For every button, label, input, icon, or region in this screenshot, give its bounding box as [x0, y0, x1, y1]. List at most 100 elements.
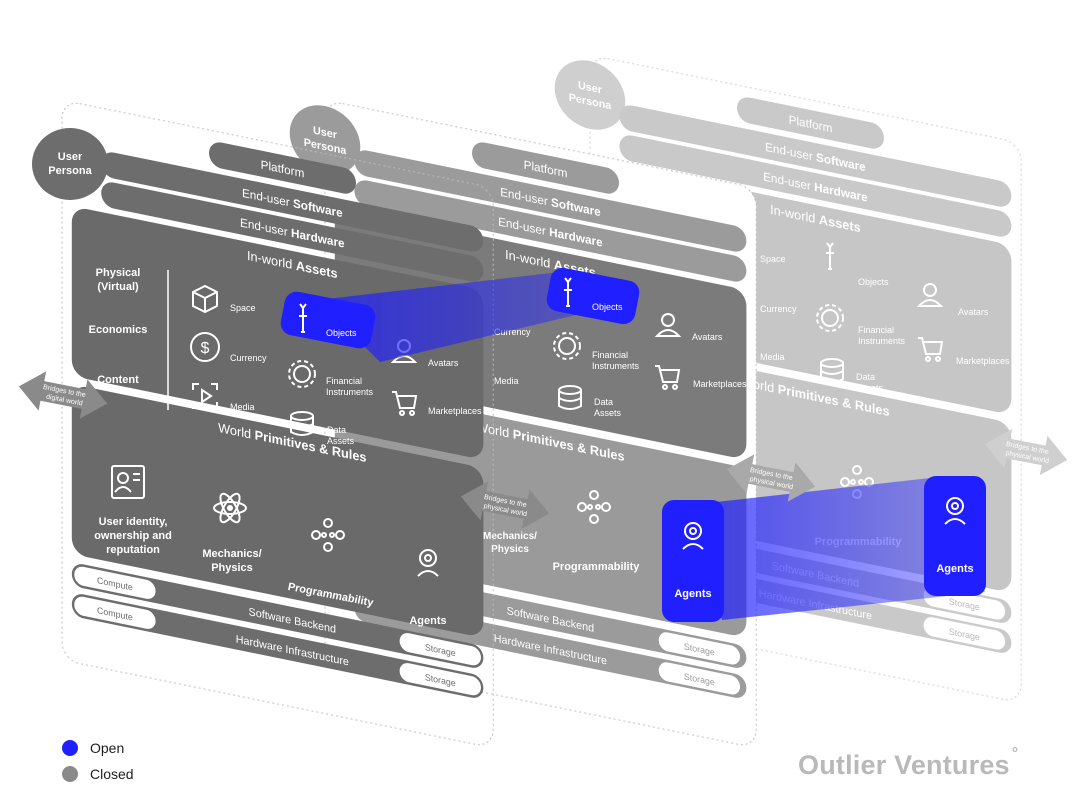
back-hardware-band [619, 135, 1012, 237]
agents-tunnel-beam [690, 478, 985, 620]
bridge-physical-back-arrow: Bridges to the physical world [984, 428, 1068, 476]
back-agents-open-tile [924, 476, 986, 596]
back-objects-icon [826, 242, 834, 270]
front-layer: Platform End-user Software End-user Hard… [61, 102, 494, 746]
bridge-digital-shape [18, 371, 108, 419]
back-label-objects: Objects [858, 277, 889, 287]
category-physical-1: Physical [96, 267, 141, 279]
category-physical-2: (Virtual) [97, 281, 139, 293]
middle-label-data-1: Data [594, 397, 613, 407]
back-marketplaces-icon [918, 337, 944, 362]
label-mechanics-1: Mechanics/ [202, 548, 261, 560]
middle-platform-band [472, 142, 620, 194]
label-financial-2: Instruments [326, 387, 374, 397]
back-storage-pill-2 [922, 616, 1007, 651]
front-platform-band [209, 142, 357, 194]
middle-label-avatars: Avatars [692, 332, 723, 342]
open-objects-tunnel: Objects Objects [280, 267, 640, 362]
front-compute-pill-2 [73, 595, 157, 630]
label-avatars: Avatars [428, 358, 459, 368]
middle-programmability-icon [577, 490, 611, 524]
middle-label-data-2: Assets [594, 408, 622, 418]
svg-text:$: $ [201, 340, 210, 357]
back-label-avatars: Avatars [958, 307, 989, 317]
label-agents: Agents [409, 615, 446, 627]
back-label-marketplaces: Marketplaces [956, 356, 1010, 366]
front-rules-panel [71, 386, 484, 636]
legend: Open Closed [62, 735, 134, 787]
legend-closed-swatch [62, 766, 78, 782]
legend-closed-label: Closed [90, 766, 134, 782]
label-objects: Objects [326, 328, 357, 338]
space-icon [192, 284, 218, 314]
middle-storage-pill-2 [657, 661, 742, 696]
label-data-1: Data [327, 425, 346, 435]
back-data-icon [820, 358, 844, 383]
middle-label-agents: Agents [674, 588, 711, 600]
middle-objects-open-tile [546, 267, 640, 325]
legend-open-swatch [62, 740, 78, 756]
label-identity-1: User identity, [99, 516, 168, 528]
front-user-persona-line1: User [58, 151, 83, 163]
label-currency: Currency [230, 353, 267, 363]
front-storage-pill-1 [398, 632, 482, 667]
label-identity-3: reputation [106, 544, 160, 556]
data-assets-icon [290, 411, 314, 436]
back-platform-band [737, 97, 885, 149]
front-software-band [101, 152, 484, 252]
front-user-persona [32, 128, 108, 200]
middle-marketplaces-icon [655, 365, 681, 390]
back-label-media: Media [760, 352, 785, 362]
back-user-persona [554, 60, 626, 130]
middle-label-mechanics-1: Mechanics/ [483, 531, 537, 542]
open-agents-tunnel: Agents Agents [662, 476, 986, 622]
back-agents-icon [944, 497, 966, 525]
programmability-icon [311, 518, 345, 552]
agents-icon [417, 549, 439, 577]
middle-label-objects: Objects [592, 302, 623, 312]
label-financial-1: Financial [326, 376, 362, 386]
back-label-data-1: Data [856, 372, 875, 382]
legend-closed: Closed [62, 761, 134, 787]
front-storage-pill-2 [398, 662, 482, 697]
back-software-band [619, 105, 1012, 207]
middle-label-financial-1: Financial [592, 350, 628, 360]
middle-data-icon [558, 385, 582, 410]
middle-layer-items: Currency Media Financial Instruments Ava… [483, 313, 747, 573]
front-compute-pill-1 [73, 565, 157, 600]
financial-instruments-icon [288, 360, 316, 388]
middle-label-currency: Currency [494, 327, 531, 337]
brand-name: Outlier Ventures [798, 750, 1010, 780]
back-avatars-icon [916, 283, 944, 307]
middle-agents-icon [682, 522, 704, 550]
front-assets-panel [71, 208, 484, 458]
media-icon [192, 383, 218, 409]
label-media: Media [230, 402, 255, 412]
middle-avatars-icon [654, 313, 682, 337]
legend-open-label: Open [90, 740, 125, 756]
middle-agents-open-tile [662, 500, 724, 622]
middle-user-persona [289, 105, 361, 175]
middle-label-marketplaces: Marketplaces [693, 379, 747, 389]
label-marketplaces: Marketplaces [428, 406, 482, 416]
front-infra-band [71, 594, 484, 698]
bridge-physical-middle-shape [726, 454, 816, 502]
back-label-data-2: Assets [856, 383, 884, 393]
middle-label-mechanics-2: Physics [491, 544, 529, 555]
back-label-financial-1: Financial [858, 325, 894, 335]
brand-mark: ° [1011, 745, 1019, 762]
middle-label-financial-2: Instruments [592, 361, 640, 371]
category-economics: Economics [89, 324, 148, 336]
middle-financial-icon [553, 332, 581, 360]
front-user-persona-line2: Persona [48, 165, 92, 177]
back-label-financial-2: Instruments [858, 336, 906, 346]
bridge-physical-middle-arrow: Bridges to the physical world [726, 454, 816, 502]
legend-open: Open [62, 735, 134, 761]
middle-storage-pill-1 [657, 631, 742, 666]
back-label-currency: Currency [760, 304, 797, 314]
middle-objects-icon [564, 277, 572, 307]
middle-software-band [354, 150, 747, 252]
front-hardware-band [101, 182, 484, 282]
front-layer-items: Physical (Virtual) Economics Content Spa… [89, 267, 482, 627]
category-content: Content [97, 374, 139, 386]
